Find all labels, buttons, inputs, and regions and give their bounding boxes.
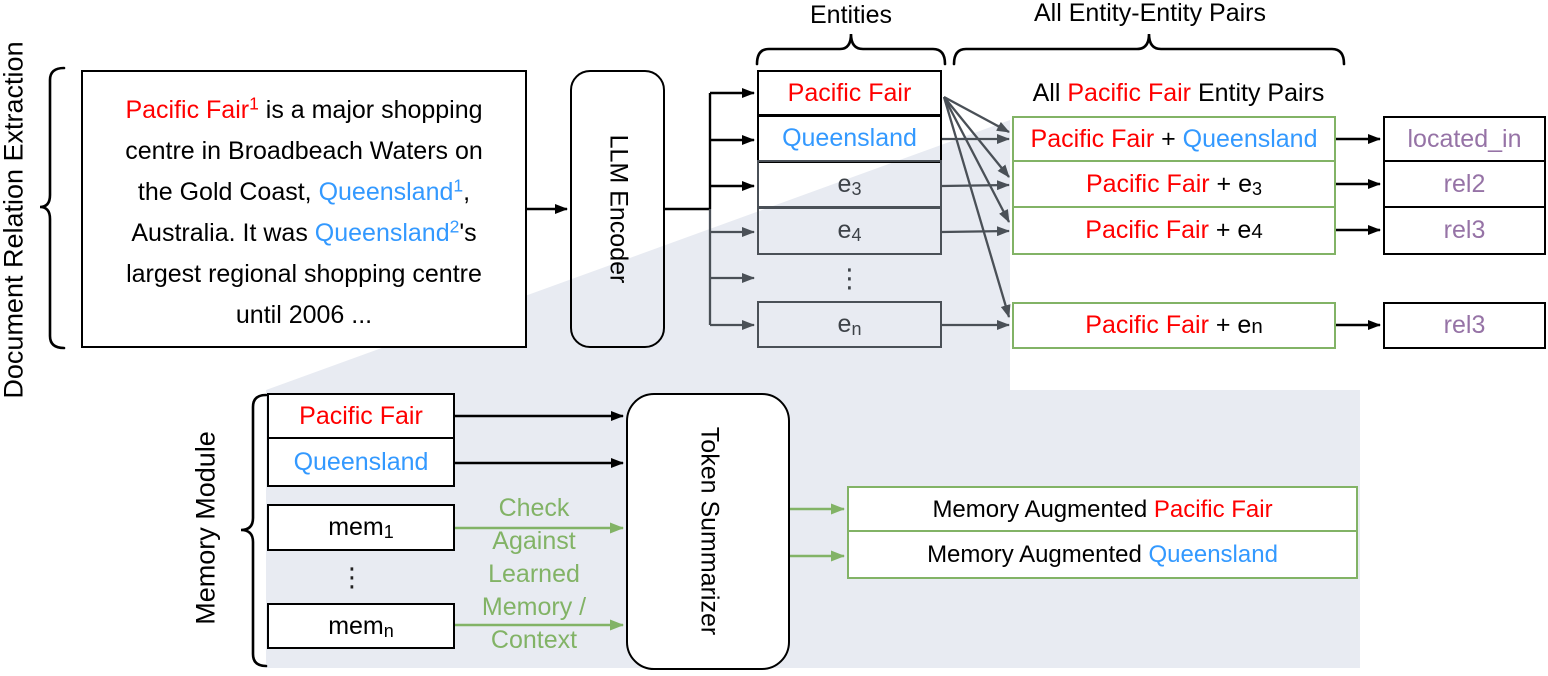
arrow-e4-to-pair3 (941, 226, 1010, 237)
check-against-memory-note: Check Against Learned Memory / Context (434, 492, 634, 657)
note-line: Context (490, 626, 578, 654)
augmented-box-pacific-fair: Memory Augmented Pacific Fair (847, 486, 1358, 533)
pair-text: Pacific Fair + Queensland (1030, 125, 1318, 153)
entity-label: e4 (837, 216, 862, 246)
fan-pf-to-pair3 (942, 96, 1011, 223)
pair-text: Pacific Fair + e3 (1085, 170, 1263, 200)
entity-box-en: en (757, 301, 942, 348)
memory-box-queensland: Queensland (267, 437, 455, 487)
entity-label: Queensland (782, 124, 917, 152)
entity-pacific-fair-mention: Pacific Fair (125, 96, 250, 124)
note-line: Against (492, 527, 576, 555)
relation-box-4: rel3 (1383, 302, 1546, 349)
entity-box-pacific-fair: Pacific Fair (757, 70, 942, 117)
mention-index: 1 (453, 175, 464, 196)
relation-label: rel3 (1443, 216, 1486, 244)
black-arrows (455, 88, 1381, 468)
relation-label: located_in (1407, 125, 1522, 153)
relation-box-3: rel3 (1383, 206, 1546, 255)
gray-arrows (708, 95, 1011, 330)
entity-box-e4: e4 (757, 206, 942, 255)
heading-text: All Pacific Fair Entity Pairs (1032, 78, 1325, 107)
doc-text: , (463, 178, 471, 206)
doc-line-5: largest regional shopping centre (126, 260, 482, 288)
relation-label: rel3 (1443, 311, 1486, 339)
token-summarizer-label: Token Summarizer (695, 426, 724, 636)
relation-box-1: located_in (1383, 116, 1546, 163)
entities-label: Entities (810, 0, 892, 29)
note-line: Check (498, 494, 570, 522)
llm-encoder-box (570, 70, 665, 348)
entity-queensland-mention: Queensland (318, 178, 454, 206)
doc-text: the Gold Coast, (137, 178, 319, 206)
entity-box-e3: e3 (757, 160, 942, 209)
memory-box-memn: memn (267, 603, 455, 649)
doc-line-3: the Gold Coast, Queensland1, (138, 172, 470, 213)
doc-text: Australia. It was (131, 219, 315, 247)
augmented-text: Memory Augmented Queensland (927, 540, 1278, 568)
entity-label: e3 (837, 170, 862, 200)
green-arrows (455, 503, 845, 631)
doc-line-1: Pacific Fair1 is a major shopping (125, 90, 482, 131)
augmented-text: Memory Augmented Pacific Fair (932, 495, 1273, 523)
doc-line-4: Australia. It was Queensland2's (131, 213, 476, 254)
pair-text: Pacific Fair + e4 (1085, 216, 1263, 244)
fan-pf-to-pair1 (943, 95, 1010, 134)
note-line: Memory / (481, 593, 587, 621)
token-summarizer-box (626, 393, 790, 670)
entity-box-queensland: Queensland (757, 114, 942, 163)
all-pairs-label: All Entity-Entity Pairs (1033, 0, 1266, 27)
memory-entity-label: Pacific Fair (299, 402, 423, 430)
entities-brace (755, 33, 947, 66)
memory-slot-label: memn (328, 611, 394, 641)
doc-line-6: until 2006 ... (235, 301, 373, 329)
mention-index: 2 (449, 216, 460, 237)
relation-box-2: rel2 (1383, 160, 1546, 209)
pair-box-4: Pacific Fair + en (1012, 302, 1336, 349)
entity-queensland-mention: Queensland (314, 219, 450, 247)
pair-text: Pacific Fair + en (1085, 311, 1263, 339)
memory-box-mem1: mem1 (267, 504, 455, 551)
arrow-e3-to-pair2 (941, 180, 1010, 191)
memory-module-label: Memory Module (190, 431, 221, 625)
augmented-box-queensland: Memory Augmented Queensland (847, 530, 1358, 579)
memory-brace (240, 393, 268, 668)
mention-index: 1 (249, 93, 259, 114)
note-line: Learned (488, 560, 580, 588)
fan-pf-to-pair2 (943, 96, 1010, 178)
document-brace (39, 66, 66, 350)
pair-box-3: Pacific Fair + e4 (1012, 206, 1336, 255)
memory-box-pacific-fair: Pacific Fair (267, 393, 455, 440)
diagram-title: Document Relation Extraction (0, 41, 29, 399)
pairs-brace (952, 33, 1346, 66)
doc-text: is a major shopping (258, 96, 483, 124)
memory-slot-label: mem1 (328, 513, 394, 543)
curly-braces (39, 33, 1346, 668)
entity-label: en (837, 310, 862, 340)
relation-label: rel2 (1443, 170, 1486, 198)
pair-box-1: Pacific Fair + Queensland (1012, 116, 1336, 163)
pair-box-2: Pacific Fair + e3 (1012, 160, 1336, 209)
memory-entity-label: Queensland (293, 447, 429, 476)
doc-line-2: centre in Broadbeach Waters on (125, 137, 483, 165)
all-pacific-fair-pairs-heading: All Pacific Fair Entity Pairs (1012, 72, 1345, 114)
fan-pf-to-pair4 (942, 96, 1011, 318)
doc-text: 's (459, 219, 477, 247)
entity-label: Pacific Fair (787, 79, 912, 107)
document-text-box: Pacific Fair1 is a major shopping centre… (81, 70, 527, 348)
entities-ellipsis: ⋮ (836, 263, 863, 293)
memory-ellipsis: ⋮ (339, 562, 365, 592)
llm-encoder-label: LLM Encoder (604, 134, 633, 284)
